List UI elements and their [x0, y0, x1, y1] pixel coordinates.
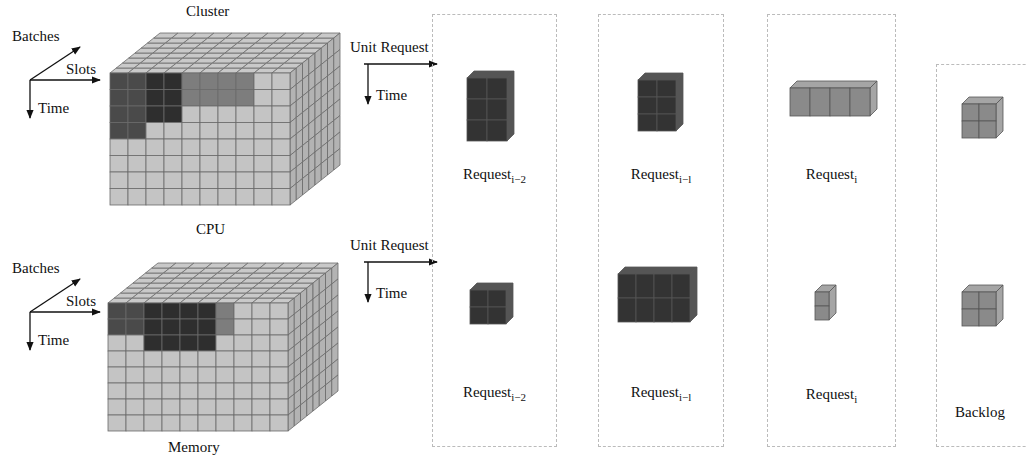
axis-label: Unit Request	[350, 236, 429, 254]
request-name: Request	[806, 386, 854, 402]
axis-label: Time	[38, 99, 69, 117]
request-label: Requesti−2	[433, 165, 556, 188]
request-panel: Backlog	[936, 64, 1026, 447]
request-label: Requesti−l	[599, 383, 723, 406]
request-panel: Requesti−2Requesti−2	[432, 14, 557, 447]
axis-label: Batches	[12, 259, 59, 277]
request-name: Backlog	[955, 404, 1005, 420]
axis-label: Time	[376, 86, 407, 104]
request-panel: RequestiRequesti	[767, 14, 896, 447]
request-name: Request	[631, 384, 679, 400]
request-label: Requesti	[768, 385, 895, 408]
request-index: i−2	[511, 391, 526, 403]
request-index: i−l	[679, 173, 691, 185]
cube-title: Cluster	[186, 2, 229, 20]
request-block	[470, 283, 513, 324]
cube	[108, 263, 338, 431]
request-blocks	[467, 71, 1003, 326]
axis-label: Slots	[66, 292, 96, 310]
axis-label: Slots	[66, 60, 96, 78]
request-block	[638, 73, 683, 131]
request-index: i	[854, 393, 857, 405]
request-index: i−l	[679, 391, 691, 403]
request-name: Request	[631, 166, 679, 182]
axis-label: Unit Request	[350, 38, 429, 56]
cube-title: CPU	[196, 220, 225, 238]
axis-label: Time	[376, 284, 407, 302]
request-block	[815, 285, 836, 320]
axis-label: Time	[38, 331, 69, 349]
request-block	[618, 267, 697, 322]
cube	[110, 33, 340, 205]
request-panel: Requesti−lRequesti−l	[598, 14, 724, 447]
request-name: Request	[463, 166, 511, 182]
request-index: i−2	[511, 173, 526, 185]
resource-cubes	[108, 33, 340, 431]
cube-title: Memory	[168, 438, 220, 456]
request-name: Request	[463, 384, 511, 400]
request-block	[790, 81, 877, 116]
request-block	[467, 71, 514, 141]
request-index: i	[854, 173, 857, 185]
request-label: Requesti−l	[599, 165, 723, 188]
request-label: Requesti	[768, 165, 895, 188]
axes	[30, 47, 437, 350]
request-block	[962, 97, 1003, 138]
request-name: Request	[806, 166, 854, 182]
request-label: Backlog	[937, 403, 1023, 421]
request-block	[962, 285, 1003, 326]
request-label: Requesti−2	[433, 383, 556, 406]
axis-label: Batches	[12, 27, 59, 45]
